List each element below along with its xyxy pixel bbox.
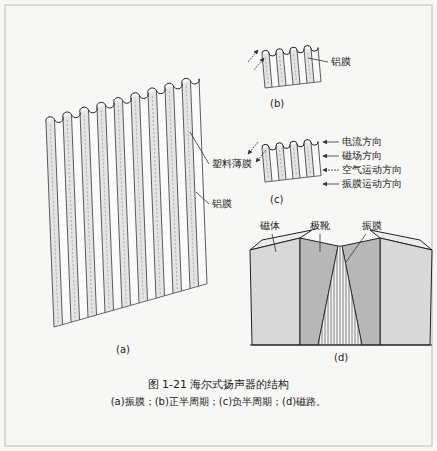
part-label: 铝膜 xyxy=(331,56,351,68)
direction-arrow xyxy=(323,142,339,143)
leader-line xyxy=(190,132,209,164)
panel-label: (a) xyxy=(116,344,130,356)
leader-line xyxy=(308,58,328,62)
part-label: 铝膜 xyxy=(212,198,232,210)
leader-line xyxy=(272,234,276,252)
air-arrow xyxy=(248,50,258,62)
pleated-film xyxy=(262,46,321,88)
air-arrow xyxy=(256,150,266,162)
direction-arrow xyxy=(323,156,339,157)
panel-label: (b) xyxy=(270,98,284,110)
figure-caption: (a)振膜；(b)正半周期；(c)负半周期；(d)磁路。 xyxy=(0,396,437,408)
magnetic-circuit xyxy=(250,230,432,345)
panel-label: (d) xyxy=(334,352,348,364)
leader-line xyxy=(196,192,209,204)
pleated-film xyxy=(262,140,321,182)
panel-label: (c) xyxy=(270,194,283,206)
part-label: 极靴 xyxy=(310,220,330,232)
pleated-diaphragm xyxy=(46,78,207,327)
part-label: 振膜 xyxy=(362,220,382,232)
air-arrow xyxy=(254,58,264,70)
direction-label: 空气运动方向 xyxy=(342,164,402,176)
figure-title: 图 1-21 海尔式扬声器的结构 xyxy=(0,378,437,391)
direction-arrow xyxy=(323,170,339,171)
direction-label: 振膜运动方向 xyxy=(342,178,402,190)
direction-label: 磁场方向 xyxy=(342,150,382,162)
leader-line xyxy=(346,234,366,262)
part-label: 磁体 xyxy=(260,220,280,232)
leader-line xyxy=(320,234,321,252)
air-arrow xyxy=(248,142,258,154)
direction-label: 电流方向 xyxy=(342,136,382,148)
part-label: 塑料薄膜 xyxy=(212,158,252,170)
direction-arrow xyxy=(323,184,339,185)
